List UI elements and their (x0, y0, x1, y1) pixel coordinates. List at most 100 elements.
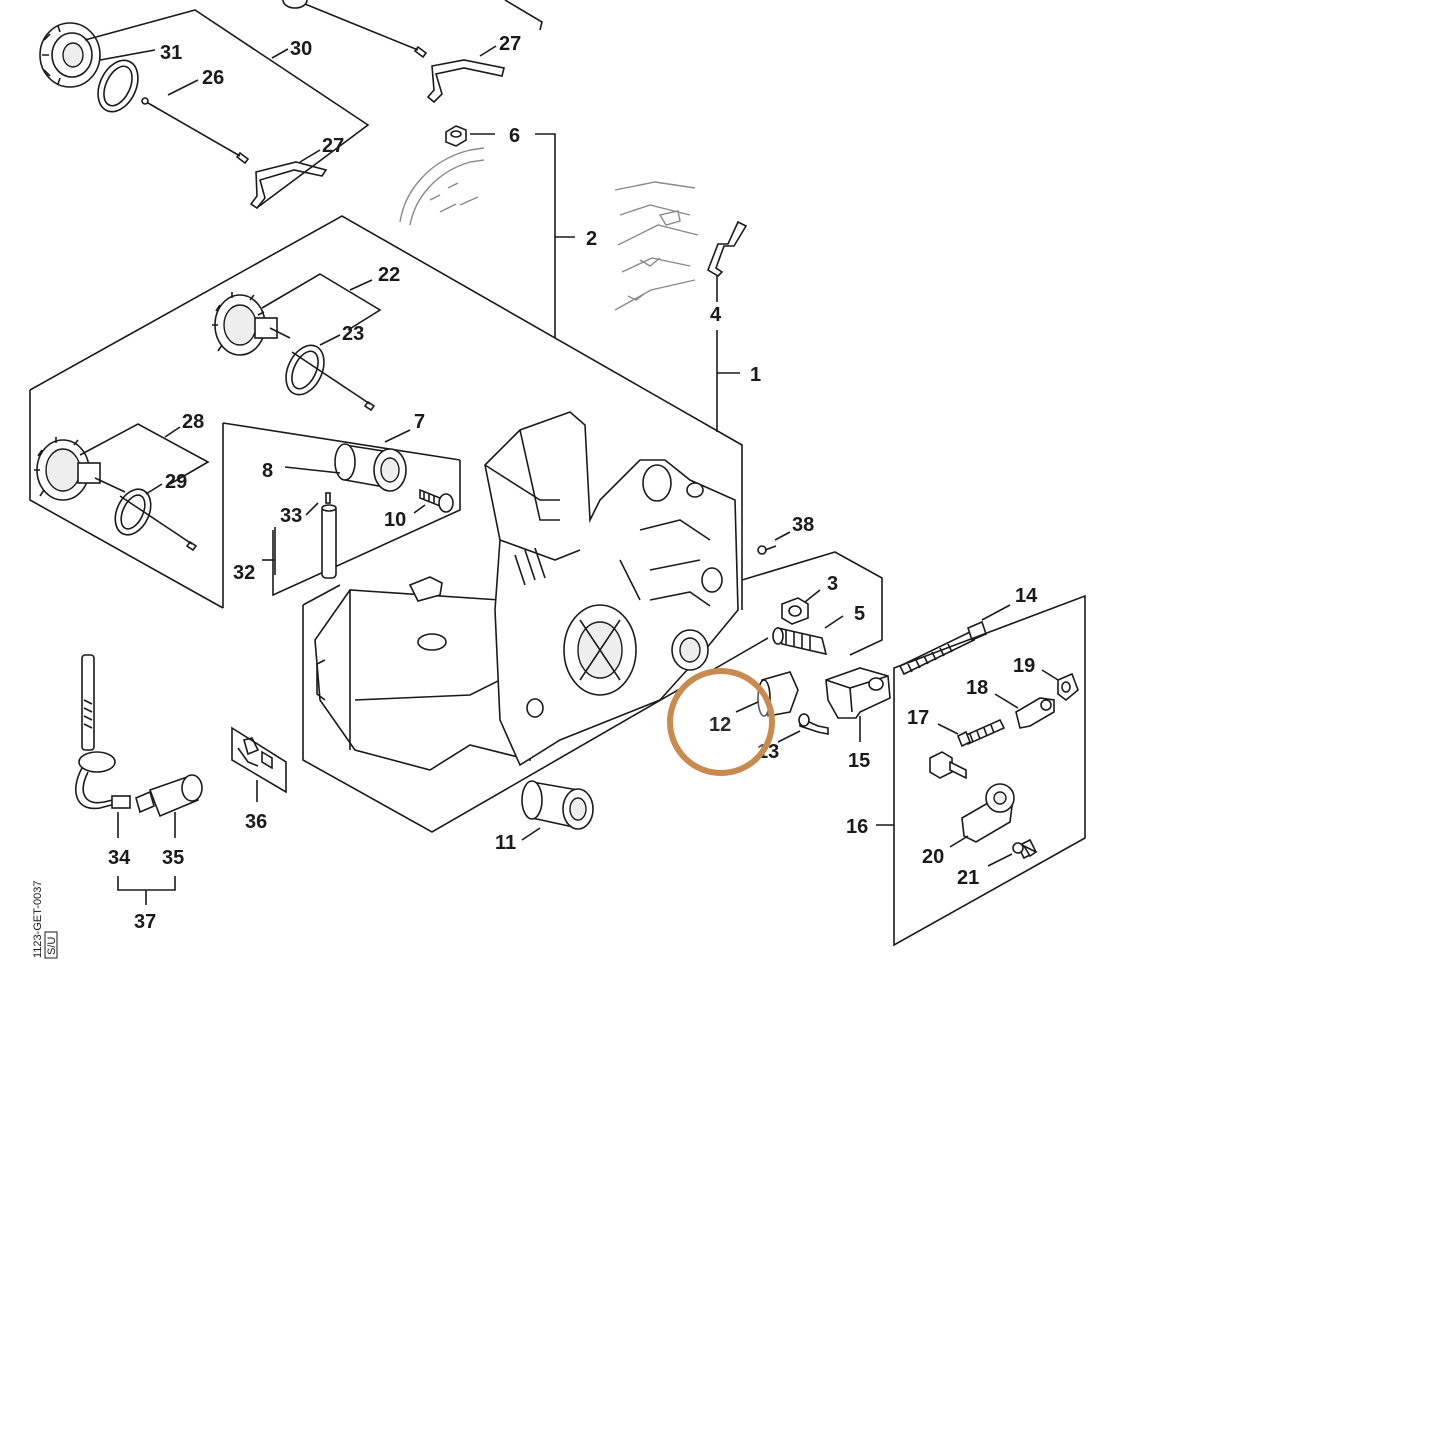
part-17-nut (929, 751, 967, 780)
part-14-bolt (898, 620, 987, 676)
label-35: 35 (162, 847, 184, 869)
drawing-code: 1123-GET-0037 S/U (32, 881, 58, 959)
leader-30 (271, 48, 289, 59)
leader-23 (319, 334, 341, 346)
label-31: 31 (160, 42, 182, 64)
part-35-filter (135, 774, 203, 818)
bracket-2 (535, 133, 556, 338)
part-18-lever (1015, 697, 1055, 729)
leader-13 (777, 730, 801, 743)
box-group-22-33 (29, 215, 743, 610)
label-22: 22 (378, 264, 400, 286)
part-17-screw (956, 718, 1006, 748)
part-7-bearing (334, 443, 407, 492)
label-17: 17 (907, 707, 929, 729)
leader-26 (167, 79, 199, 96)
leader-27b (299, 149, 321, 163)
part-29-o-ring (114, 488, 198, 552)
label-32: 32 (233, 562, 255, 584)
leader-29 (145, 483, 163, 495)
part-5-screw (772, 626, 828, 656)
part-11-bearing (521, 780, 594, 830)
part-19-washer (1057, 672, 1079, 702)
part-10-screw (419, 488, 454, 513)
leader-5 (824, 615, 844, 629)
part-32-pin (321, 492, 337, 579)
part-13-pin (798, 713, 829, 735)
label-3: 3 (827, 573, 838, 595)
leader-22 (349, 279, 373, 291)
label-27-lower: 27 (322, 135, 344, 157)
part-27-clip-upper (426, 59, 505, 104)
leader-14 (981, 604, 1011, 621)
leader-10 (413, 504, 426, 514)
part-3-nut (781, 597, 809, 625)
part-26-cable (141, 97, 250, 165)
box-group-3-5 (741, 551, 883, 656)
label-37: 37 (134, 911, 156, 933)
part-23-o-ring (285, 344, 376, 412)
label-19: 19 (1013, 655, 1035, 677)
part-30-seal-ring (97, 59, 139, 113)
part-36-label-plate (231, 726, 287, 794)
part-34-oil-hose (74, 654, 131, 810)
highlight-marker-12[interactable]: 12 (667, 668, 775, 776)
drawing-code-line-2: S/U (46, 937, 58, 955)
label-38: 38 (792, 514, 814, 536)
part-1-crankcase (314, 411, 739, 771)
label-2: 2 (586, 228, 597, 250)
leader-11 (521, 827, 541, 841)
part-38-screw (757, 545, 777, 555)
label-15: 15 (848, 750, 870, 772)
drawing-code-line-1: 1123-GET-0037 (32, 881, 44, 958)
part-27-clip-lower (249, 161, 328, 210)
part-20-guide (961, 783, 1015, 843)
part-2-cover-ghost (399, 147, 699, 311)
label-8: 8 (262, 460, 273, 482)
label-30: 30 (290, 38, 312, 60)
label-1: 1 (750, 364, 761, 386)
leader-20 (949, 835, 969, 848)
label-20: 20 (922, 846, 944, 868)
label-33: 33 (280, 505, 302, 527)
bracket-37 (117, 876, 176, 905)
part-22-oil-pump (212, 292, 291, 356)
part-21-screw (1012, 838, 1038, 860)
label-36: 36 (245, 811, 267, 833)
leader-3 (804, 589, 821, 603)
part-4-spring-clip (707, 220, 748, 278)
leader-33 (305, 502, 319, 516)
label-14: 14 (1015, 585, 1038, 607)
leader-21 (987, 853, 1013, 867)
label-28: 28 (182, 411, 204, 433)
bracket-28 (79, 423, 210, 485)
leader-38 (774, 531, 791, 541)
label-11: 11 (495, 832, 516, 854)
label-5: 5 (854, 603, 865, 625)
leader-17 (937, 723, 959, 735)
label-21: 21 (957, 867, 979, 889)
part-6-nut (445, 125, 467, 147)
label-29: 29 (165, 471, 187, 493)
label-27-upper: 27 (499, 33, 521, 55)
part-15-chain-catcher (825, 667, 891, 719)
leader-28 (164, 426, 181, 438)
drawing-code-box (44, 931, 58, 959)
leader-19 (1041, 669, 1059, 681)
part-31-oil-cap (39, 22, 101, 88)
leader-8 (284, 466, 341, 474)
label-4: 4 (710, 304, 722, 326)
leader-31 (99, 49, 156, 61)
part-28-oil-pump (34, 437, 126, 501)
highlight-ring[interactable] (667, 668, 775, 776)
box-main-crankcase (302, 584, 769, 833)
label-34: 34 (108, 847, 131, 869)
label-16: 16 (846, 816, 868, 838)
leader-12 (735, 701, 759, 713)
part-cable-upper (282, 0, 543, 59)
leader-18 (994, 693, 1019, 709)
leader-27a (479, 45, 497, 57)
box-group-16 (893, 594, 1086, 947)
bracket-30 (84, 9, 370, 208)
